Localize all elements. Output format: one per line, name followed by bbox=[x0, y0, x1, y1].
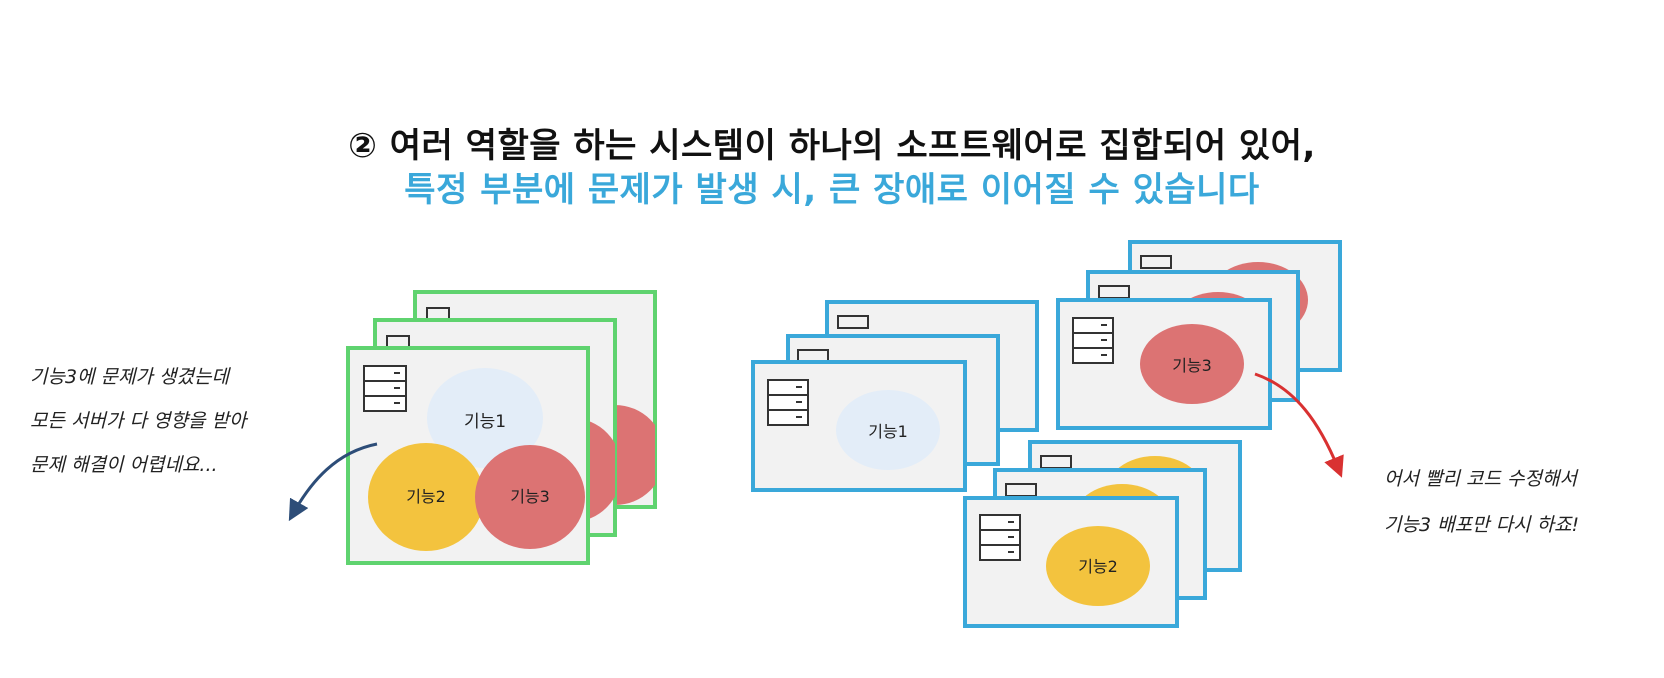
feature1-service-stack: 기능1 bbox=[751, 300, 1039, 492]
server-rack-icon bbox=[1072, 317, 1114, 364]
service-card: 기능3 bbox=[1056, 298, 1272, 430]
note-left-line-3: 문제 해결이 어렵네요... bbox=[30, 454, 218, 476]
feature2-circle bbox=[1046, 526, 1150, 606]
feature2-service-stack: 기능2 bbox=[963, 440, 1242, 628]
server-rack-icon bbox=[837, 315, 869, 329]
feature3-circle bbox=[475, 445, 585, 549]
feature1-label: 기능1 bbox=[464, 412, 506, 432]
note-left-line-2: 모든 서버가 다 영향을 받아 bbox=[30, 410, 247, 432]
title-line-2: 특정 부분에 문제가 발생 시, 큰 장애로 이어질 수 있습니다 bbox=[404, 170, 1260, 210]
service-card: 기능1 bbox=[751, 360, 967, 492]
feature3-label: 기능3 bbox=[510, 487, 550, 506]
arrow-right bbox=[1254, 372, 1344, 478]
feature1-circle bbox=[427, 368, 543, 468]
server-rack-icon bbox=[1140, 255, 1172, 269]
title-line-1: ② 여러 역할을 하는 시스템이 하나의 소프트웨어로 집합되어 있어, bbox=[348, 126, 1316, 166]
monolith-stack: 기능1 기능2 기능3 bbox=[346, 290, 657, 565]
feature3-service-stack: 기능3 bbox=[1056, 240, 1342, 430]
feature3-label: 기능3 bbox=[1172, 356, 1212, 375]
feature2-circle bbox=[368, 443, 484, 551]
feature1-label: 기능1 bbox=[868, 422, 908, 441]
feature3-circle bbox=[1140, 324, 1244, 404]
arrow-left bbox=[288, 442, 378, 522]
note-right-line-2: 기능3 배포만 다시 하죠! bbox=[1384, 514, 1580, 536]
service-card: 기능2 bbox=[963, 496, 1179, 628]
monolith-server-card: 기능1 기능2 기능3 bbox=[346, 346, 590, 565]
feature1-circle bbox=[836, 390, 940, 470]
feature2-label: 기능2 bbox=[1078, 557, 1118, 576]
note-right-line-1: 어서 빨리 코드 수정해서 bbox=[1384, 468, 1577, 490]
server-rack-icon bbox=[767, 379, 809, 426]
note-left-line-1: 기능3에 문제가 생겼는데 bbox=[30, 366, 229, 388]
server-rack-icon bbox=[363, 365, 407, 412]
feature2-label: 기능2 bbox=[406, 487, 446, 506]
server-rack-icon bbox=[979, 514, 1021, 561]
